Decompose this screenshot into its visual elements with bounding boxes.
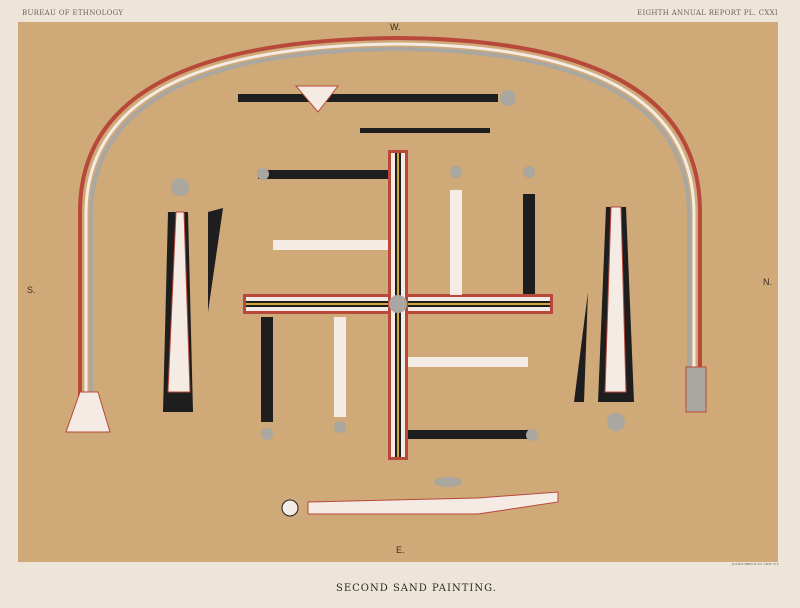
direction-north: N. bbox=[763, 277, 772, 287]
rainbow-skirt bbox=[65, 391, 111, 433]
sand-painting-illustration bbox=[65, 35, 707, 517]
plate-caption: SECOND SAND PAINTING. bbox=[336, 583, 497, 594]
direction-west: W. bbox=[390, 22, 401, 32]
top-horizontal-figure bbox=[238, 85, 516, 133]
direction-south: S. bbox=[27, 285, 36, 295]
header-right: EIGHTH ANNUAL REPORT PL. CXXI bbox=[637, 9, 778, 17]
left-vertical-figure bbox=[163, 178, 223, 412]
lithographer-imprint: JULIUS BIEN & CO. LITH. N.Y. bbox=[732, 562, 780, 566]
cross-of-logs bbox=[243, 150, 553, 460]
quadrant-figures bbox=[257, 166, 538, 441]
direction-east: E. bbox=[396, 545, 405, 555]
sand-painting-plate: W. S. N. E. bbox=[18, 22, 778, 562]
rainbow-feet-box bbox=[685, 366, 707, 413]
right-vertical-figure bbox=[574, 206, 634, 431]
header-left: BUREAU OF ETHNOLOGY bbox=[22, 9, 124, 17]
rainbow-guardian bbox=[78, 35, 702, 402]
bottom-horizontal-figure bbox=[281, 477, 559, 517]
